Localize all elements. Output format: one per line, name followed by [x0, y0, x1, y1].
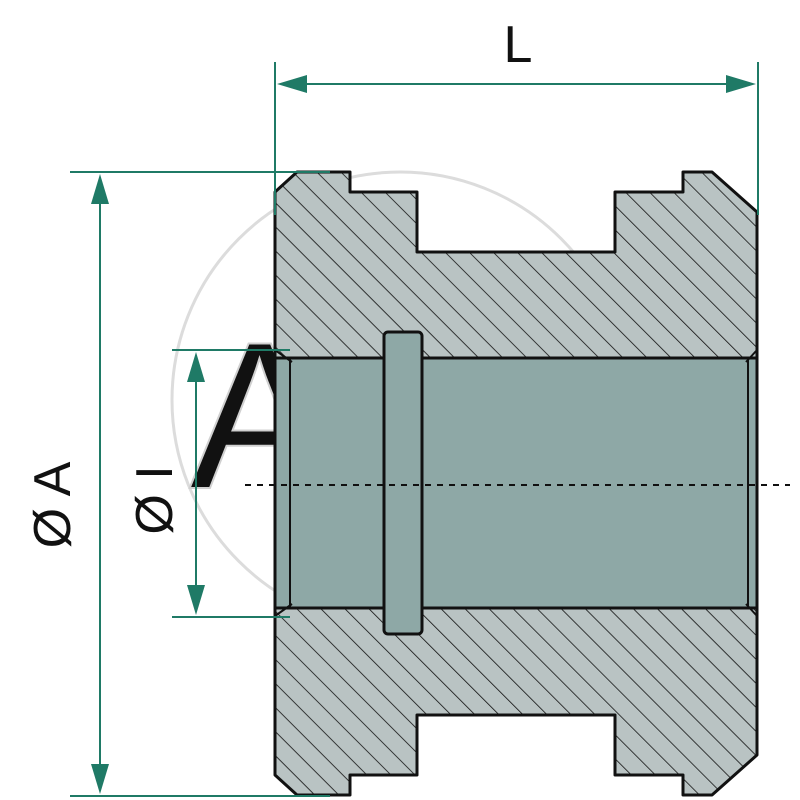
inner-diameter-label: Ø I	[126, 465, 184, 534]
bore-chamfer-left	[274, 349, 293, 617]
outer-diameter-arrow-bottom	[91, 764, 109, 794]
inner-ring	[382, 330, 424, 636]
length-label: L	[504, 16, 533, 74]
bore	[273, 349, 759, 617]
top-wall-section	[273, 170, 759, 360]
bore-fill	[273, 356, 759, 610]
inner-diameter-dimension	[172, 349, 290, 618]
outer-diameter-label: Ø A	[24, 461, 82, 548]
inner-diameter-arrow-top	[187, 352, 205, 382]
length-arrow-right	[726, 75, 756, 93]
outer-diameter-arrow-top	[91, 174, 109, 204]
bottom-wall-section	[273, 606, 759, 797]
inner-diameter-arrow-bottom	[187, 585, 205, 615]
bore-chamfer-right	[745, 349, 758, 617]
outer-diameter-dimension	[70, 171, 330, 797]
length-dimension	[274, 62, 759, 215]
length-arrow-left	[277, 75, 307, 93]
